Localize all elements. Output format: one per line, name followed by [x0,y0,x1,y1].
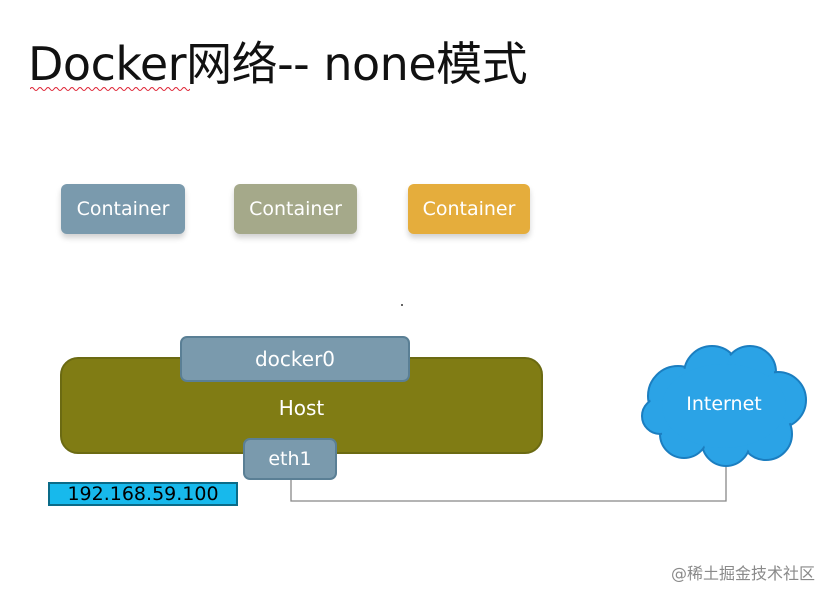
container-label: Container [422,198,516,220]
container-box-2: Container [234,184,357,234]
internet-label: Internet [686,393,762,415]
container-label: Container [249,198,342,220]
eth1-label: eth1 [268,448,312,470]
container-box-1: Container [61,184,185,234]
container-box-3: Container [408,184,530,234]
title-text: Docker网络-- none模式 [28,37,528,91]
stray-dot [401,304,403,306]
docker0-bridge: docker0 [180,336,410,382]
docker0-label: docker0 [254,347,336,371]
ip-address-label: 192.168.59.100 [67,483,219,505]
internet-cloud: Internet [638,340,810,468]
host-label: Host [278,395,325,420]
watermark: @稀土掘金技术社区 [670,564,815,583]
cloud-icon [641,345,807,467]
container-label: Container [76,198,170,220]
eth1-interface: eth1 [243,438,337,480]
page-title: Docker网络-- none模式 [28,28,528,94]
spellcheck-underline [30,87,190,91]
ip-address-box: 192.168.59.100 [48,482,238,506]
